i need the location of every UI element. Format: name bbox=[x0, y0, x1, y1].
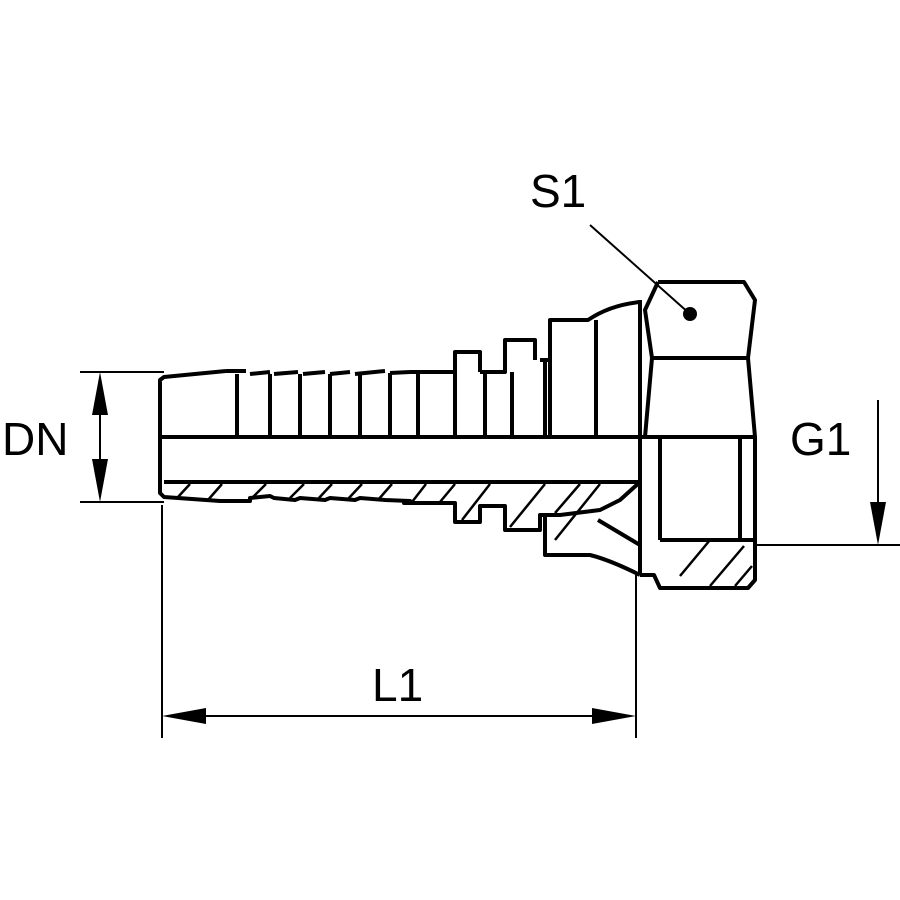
bore bbox=[160, 435, 640, 484]
l1-label: L1 bbox=[372, 659, 424, 711]
l1-dimension bbox=[161, 505, 637, 738]
s1-dot bbox=[683, 307, 697, 321]
dn-label: DN bbox=[2, 413, 69, 465]
rib-tops bbox=[226, 300, 641, 376]
l1-arrow-left bbox=[162, 708, 206, 724]
s1-label: S1 bbox=[530, 165, 587, 217]
dn-dimension bbox=[80, 371, 164, 503]
dn-arrow-down bbox=[92, 459, 108, 502]
section-hatching bbox=[177, 483, 753, 587]
hex-nut bbox=[638, 280, 757, 590]
l1-arrow-right bbox=[592, 708, 636, 724]
dn-arrow-up bbox=[92, 372, 108, 415]
hose-tail-outline bbox=[158, 369, 560, 532]
g1-dimension bbox=[755, 400, 900, 546]
nipple-cone bbox=[543, 480, 642, 577]
g1-label: G1 bbox=[790, 413, 852, 465]
rib-verticals bbox=[235, 320, 598, 437]
s1-leader bbox=[589, 224, 691, 315]
g1-arrow bbox=[870, 502, 886, 545]
